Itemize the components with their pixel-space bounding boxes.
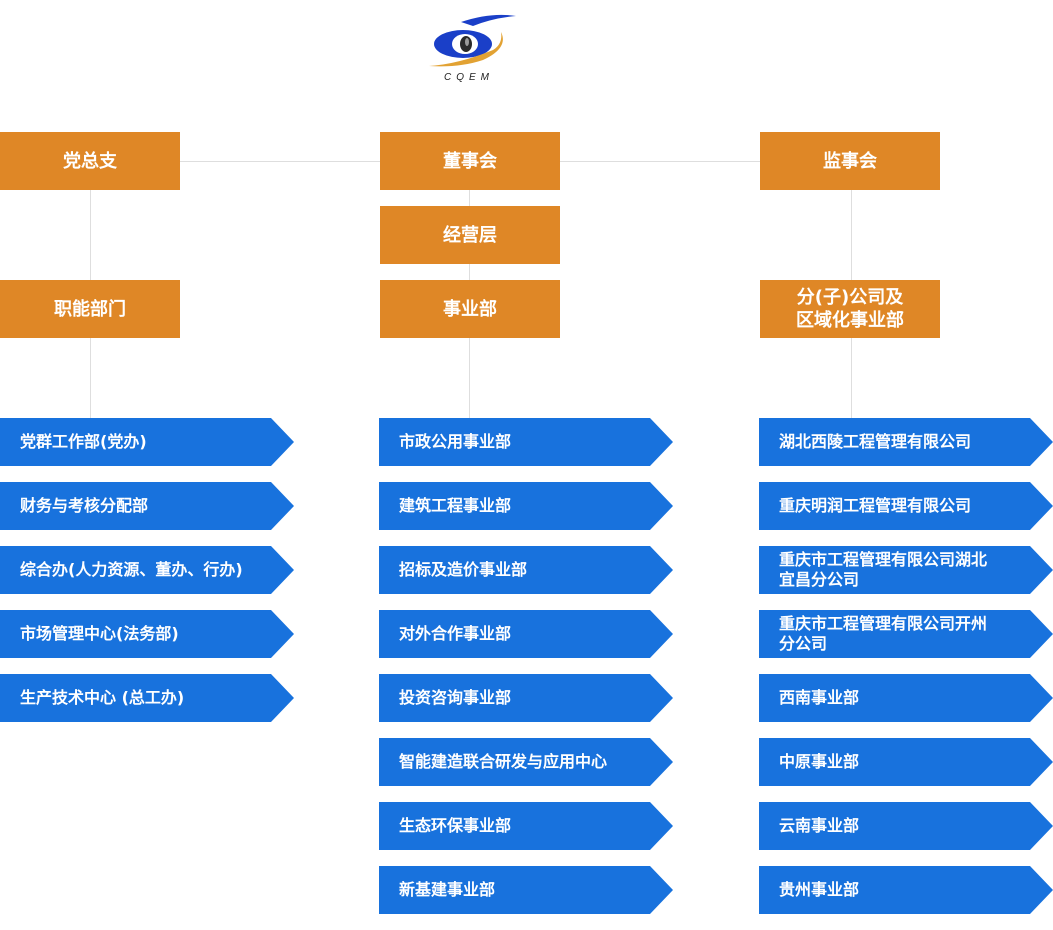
subsidiary-item: 中原事业部 [759,738,1053,786]
functional-department-item: 综合办(人力资源、董办、行办) [0,546,294,594]
party-branch-box: 党总支 [0,132,180,190]
business-unit-item: 招标及造价事业部 [379,546,673,594]
business-unit-item: 市政公用事业部 [379,418,673,466]
subsidiary-item: 湖北西陵工程管理有限公司 [759,418,1053,466]
functional-departments-box: 职能部门 [0,280,180,338]
business-unit-item: 投资咨询事业部 [379,674,673,722]
functional-department-item: 党群工作部(党办) [0,418,294,466]
business-unit-item: 建筑工程事业部 [379,482,673,530]
functional-department-item: 市场管理中心(法务部) [0,610,294,658]
subsidiary-item: 重庆市工程管理有限公司湖北 宜昌分公司 [759,546,1053,594]
supervisory-board-box: 监事会 [760,132,940,190]
subsidiary-item: 重庆市工程管理有限公司开州 分公司 [759,610,1053,658]
company-logo: CQEM [421,4,517,96]
business-unit-item: 新基建事业部 [379,866,673,914]
functional-department-item: 生产技术中心 (总工办) [0,674,294,722]
subsidiary-item: 云南事业部 [759,802,1053,850]
logo-text: CQEM [444,72,494,83]
subsidiary-item: 重庆明润工程管理有限公司 [759,482,1053,530]
subsidiary-item: 贵州事业部 [759,866,1053,914]
functional-departments-list: 党群工作部(党办) 财务与考核分配部 综合办(人力资源、董办、行办) 市场管理中… [0,418,294,738]
subsidiaries-box: 分(子)公司及 区域化事业部 [760,280,940,338]
subsidiaries-list: 湖北西陵工程管理有限公司 重庆明润工程管理有限公司 重庆市工程管理有限公司湖北 … [759,418,1053,930]
board-of-directors-box: 董事会 [380,132,560,190]
management-box: 经营层 [380,206,560,264]
business-unit-item: 生态环保事业部 [379,802,673,850]
business-units-box: 事业部 [380,280,560,338]
eye-logo-icon [429,14,516,67]
functional-department-item: 财务与考核分配部 [0,482,294,530]
business-unit-item: 对外合作事业部 [379,610,673,658]
subsidiary-item: 西南事业部 [759,674,1053,722]
business-units-list: 市政公用事业部 建筑工程事业部 招标及造价事业部 对外合作事业部 投资咨询事业部… [379,418,673,930]
business-unit-item: 智能建造联合研发与应用中心 [379,738,673,786]
